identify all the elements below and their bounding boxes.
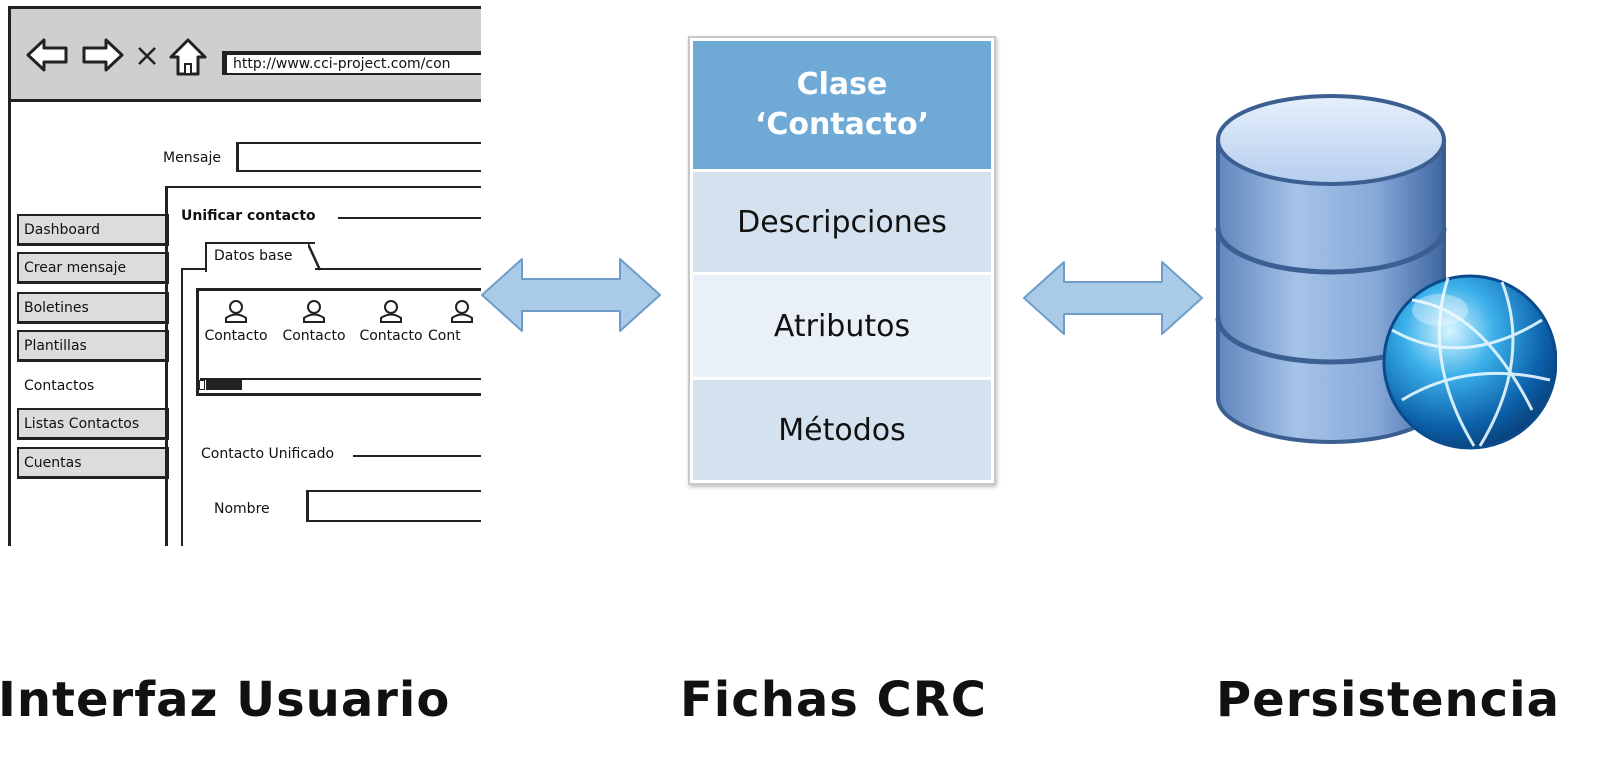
database-globe-icon: [1215, 94, 1557, 450]
sidebar-item-listas-contactos[interactable]: Listas Contactos: [17, 408, 169, 440]
sidebar-item-boletines[interactable]: Boletines: [17, 292, 169, 324]
double-arrow-icon: [481, 258, 661, 332]
contacts-list: [196, 288, 481, 396]
tab-datos-base[interactable]: Datos base: [205, 242, 315, 272]
sidebar-item-crear-mensaje[interactable]: Crear mensaje: [17, 252, 169, 284]
sidebar-item-dashboard[interactable]: Dashboard: [17, 214, 169, 246]
panel-title: Unificar contacto: [181, 208, 316, 224]
sidebar-item-contactos[interactable]: Contactos: [17, 370, 169, 402]
browser-toolbar: http://www.cci-project.com/con: [8, 6, 481, 102]
crc-class-keyword: Clase: [796, 67, 888, 102]
unify-panel: [165, 186, 481, 546]
name-label: Nombre: [214, 501, 270, 517]
user-icon: [451, 300, 473, 323]
contact-label: Contacto: [282, 328, 346, 344]
contact-item[interactable]: Contacto: [274, 298, 354, 344]
forward-arrow-icon[interactable]: [80, 37, 124, 73]
scrollbar-thumb[interactable]: [206, 380, 242, 390]
horizontal-scrollbar[interactable]: [200, 378, 481, 390]
crc-class-name: ‘Contacto’: [754, 107, 930, 142]
caption-persistence: Persistencia: [1216, 672, 1560, 728]
ui-wireframe-mockup: http://www.cci-project.com/con Mensaje D…: [8, 6, 481, 546]
message-input[interactable]: [236, 142, 481, 172]
sidebar-item-plantillas[interactable]: Plantillas: [17, 330, 169, 362]
home-icon[interactable]: [168, 37, 208, 77]
contact-label: Cont: [428, 328, 461, 344]
unified-contact-label: Contacto Unificado: [201, 446, 335, 462]
contact-item[interactable]: Contacto: [351, 298, 431, 344]
crc-card: Clase ‘Contacto’ Descripciones Atributos…: [688, 36, 996, 485]
contact-item[interactable]: Cont: [428, 298, 481, 344]
caption-crc-cards: Fichas CRC: [680, 672, 987, 728]
crc-row-attributes: Atributos: [693, 275, 991, 377]
url-field[interactable]: http://www.cci-project.com/con: [222, 51, 481, 75]
user-icon: [225, 300, 247, 323]
crc-row-methods: Métodos: [693, 380, 991, 480]
panel-title-rule: [338, 217, 481, 219]
back-arrow-icon[interactable]: [26, 37, 70, 73]
tab-content-frame: [181, 268, 481, 546]
tab-edge: [308, 244, 322, 271]
crc-card-header: Clase ‘Contacto’: [693, 41, 991, 169]
caption-user-interface: Interfaz Usuario: [0, 672, 451, 728]
sidebar-item-cuentas[interactable]: Cuentas: [17, 447, 169, 479]
message-label: Mensaje: [163, 150, 221, 166]
double-arrow-icon: [1023, 261, 1203, 335]
frame-border: [8, 6, 11, 546]
close-icon[interactable]: [136, 45, 158, 67]
scroll-left-icon[interactable]: [199, 380, 205, 390]
contact-item[interactable]: Contacto: [196, 298, 276, 344]
user-icon: [303, 300, 325, 323]
crc-row-descriptions: Descripciones: [693, 172, 991, 272]
unified-contact-rule: [353, 455, 481, 457]
name-input[interactable]: [306, 490, 481, 522]
contact-label: Contacto: [359, 328, 423, 344]
contact-label: Contacto: [204, 328, 268, 344]
user-icon: [380, 300, 402, 323]
